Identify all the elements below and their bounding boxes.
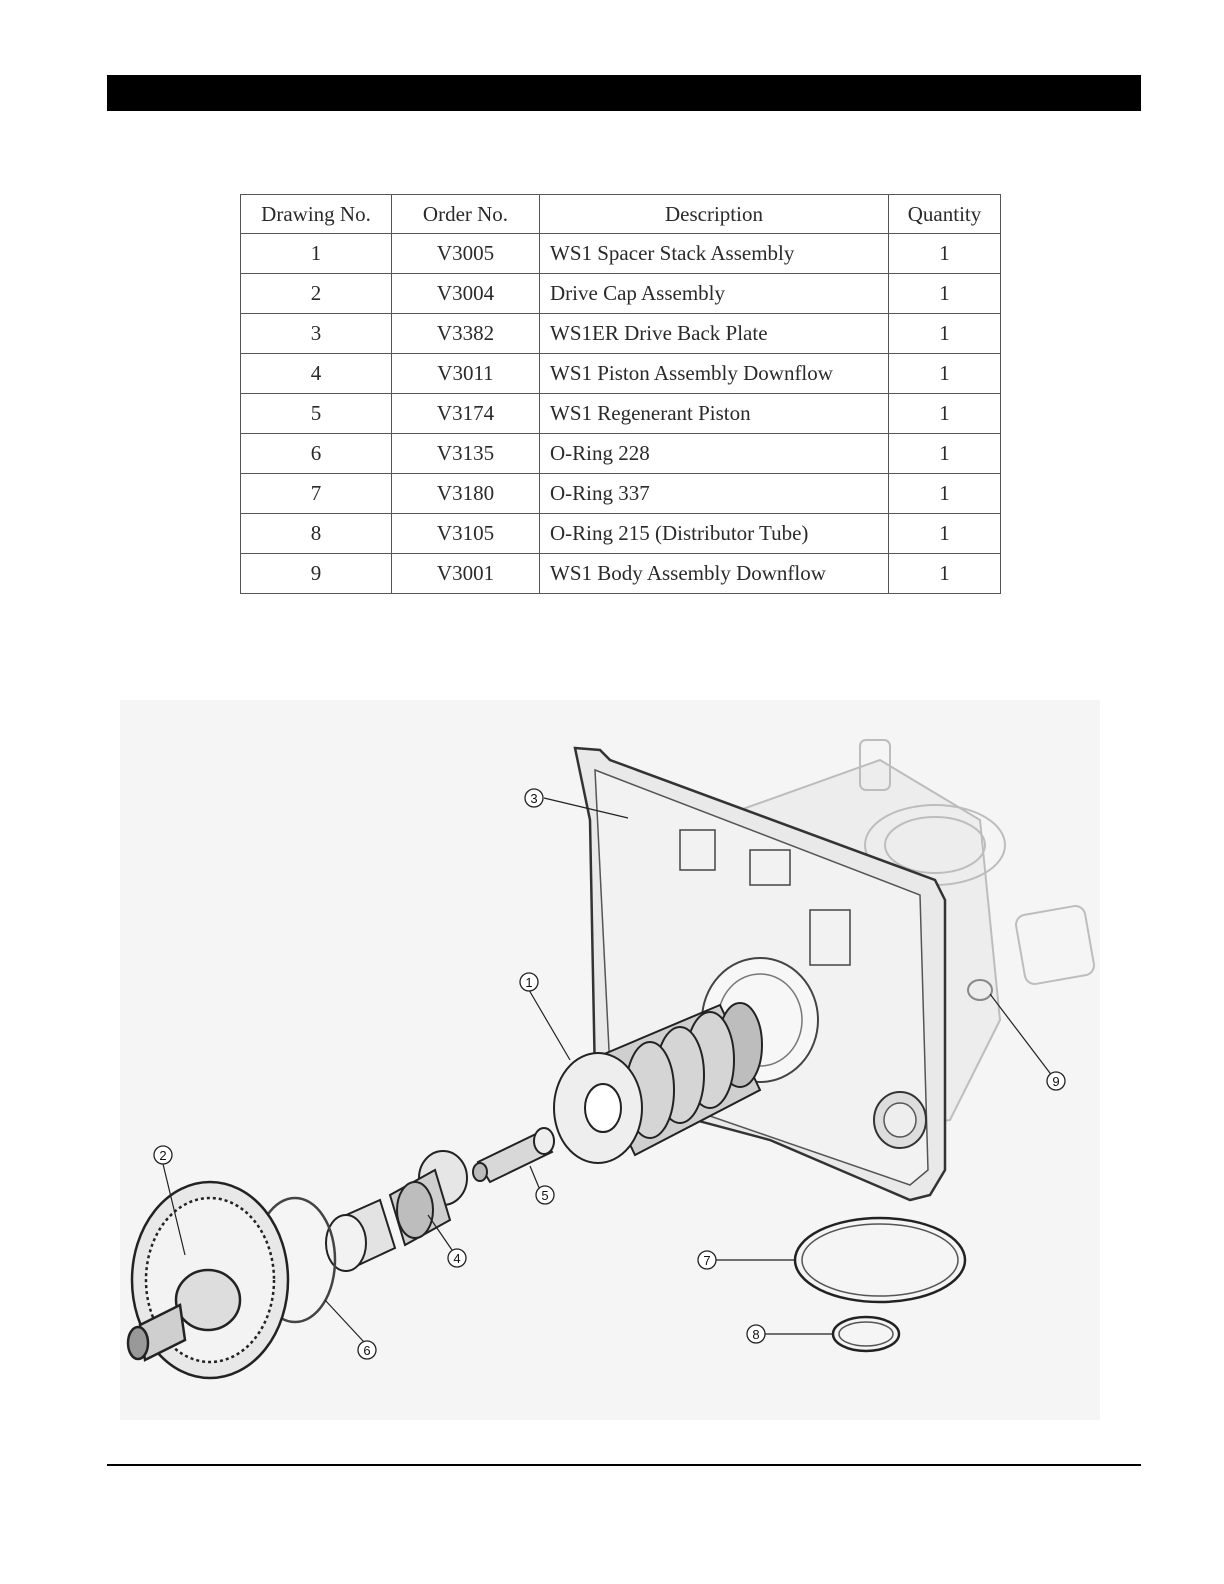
cell-order-no: V3180 <box>391 473 540 514</box>
cell-description: WS1 Piston Assembly Downflow <box>539 353 889 394</box>
callout-5-label: 5 <box>541 1188 548 1203</box>
callout-4-label: 4 <box>453 1251 460 1266</box>
table-row: 1 V3005 WS1 Spacer Stack Assembly 1 <box>240 233 1001 274</box>
table-header-row: Drawing No. Order No. Description Quanti… <box>240 194 1001 234</box>
cell-description: O-Ring 337 <box>539 473 889 514</box>
cell-order-no: V3174 <box>391 393 540 434</box>
cell-quantity: 1 <box>888 473 1001 514</box>
callout-3: 3 <box>524 788 544 808</box>
cell-order-no: V3105 <box>391 513 540 554</box>
header-drawing-no: Drawing No. <box>240 194 392 234</box>
parts-table: Drawing No. Order No. Description Quanti… <box>240 194 1001 594</box>
cell-drawing-no: 1 <box>240 233 392 274</box>
cell-drawing-no: 5 <box>240 393 392 434</box>
cell-drawing-no: 6 <box>240 433 392 474</box>
table-row: 7 V3180 O-Ring 337 1 <box>240 473 1001 514</box>
callout-8-label: 8 <box>752 1327 759 1342</box>
callout-4: 4 <box>447 1248 467 1268</box>
cell-drawing-no: 4 <box>240 353 392 394</box>
table-row: 8 V3105 O-Ring 215 (Distributor Tube) 1 <box>240 513 1001 554</box>
table-row: 2 V3004 Drive Cap Assembly 1 <box>240 273 1001 314</box>
cell-drawing-no: 8 <box>240 513 392 554</box>
table-row: 6 V3135 O-Ring 228 1 <box>240 433 1001 474</box>
callout-5: 5 <box>535 1185 555 1205</box>
cell-quantity: 1 <box>888 313 1001 354</box>
cell-quantity: 1 <box>888 233 1001 274</box>
callout-6-label: 6 <box>363 1343 370 1358</box>
header-quantity: Quantity <box>888 194 1001 234</box>
callout-1-label: 1 <box>525 975 532 990</box>
callout-3-label: 3 <box>530 791 537 806</box>
exploded-parts-diagram: 1 2 3 4 5 6 7 8 9 <box>120 700 1100 1420</box>
cell-order-no: V3001 <box>391 553 540 594</box>
cell-description: O-Ring 228 <box>539 433 889 474</box>
cell-order-no: V3382 <box>391 313 540 354</box>
callout-7-label: 7 <box>703 1253 710 1268</box>
cell-quantity: 1 <box>888 273 1001 314</box>
callout-6: 6 <box>357 1340 377 1360</box>
cell-description: WS1 Body Assembly Downflow <box>539 553 889 594</box>
callout-9: 9 <box>1046 1071 1066 1091</box>
header-description: Description <box>539 194 889 234</box>
callout-7: 7 <box>697 1250 717 1270</box>
spacer-stack-illustration <box>553 1002 763 1164</box>
table-row: 3 V3382 WS1ER Drive Back Plate 1 <box>240 313 1001 354</box>
drive-cap-assembly-illustration <box>126 1180 290 1380</box>
cell-description: Drive Cap Assembly <box>539 273 889 314</box>
cell-drawing-no: 2 <box>240 273 392 314</box>
table-row: 4 V3011 WS1 Piston Assembly Downflow 1 <box>240 353 1001 394</box>
cell-quantity: 1 <box>888 353 1001 394</box>
header-order-no: Order No. <box>391 194 540 234</box>
callout-2: 2 <box>153 1145 173 1165</box>
cell-quantity: 1 <box>888 553 1001 594</box>
cell-order-no: V3004 <box>391 273 540 314</box>
cell-description: WS1 Regenerant Piston <box>539 393 889 434</box>
cell-drawing-no: 3 <box>240 313 392 354</box>
callout-2-label: 2 <box>159 1148 166 1163</box>
cell-order-no: V3005 <box>391 233 540 274</box>
cell-description: O-Ring 215 (Distributor Tube) <box>539 513 889 554</box>
regenerant-piston-illustration <box>472 1127 555 1184</box>
cell-description: WS1 Spacer Stack Assembly <box>539 233 889 274</box>
header-bar <box>107 75 1141 111</box>
callout-8: 8 <box>746 1324 766 1344</box>
callout-1: 1 <box>519 972 539 992</box>
cell-drawing-no: 7 <box>240 473 392 514</box>
callout-9-label: 9 <box>1052 1074 1059 1089</box>
cell-description: WS1ER Drive Back Plate <box>539 313 889 354</box>
footer-rule <box>107 1464 1141 1466</box>
cell-quantity: 1 <box>888 513 1001 554</box>
table-row: 9 V3001 WS1 Body Assembly Downflow 1 <box>240 553 1001 594</box>
cell-drawing-no: 9 <box>240 553 392 594</box>
cell-quantity: 1 <box>888 393 1001 434</box>
cell-quantity: 1 <box>888 433 1001 474</box>
table-row: 5 V3174 WS1 Regenerant Piston 1 <box>240 393 1001 434</box>
cell-order-no: V3011 <box>391 353 540 394</box>
cell-order-no: V3135 <box>391 433 540 474</box>
